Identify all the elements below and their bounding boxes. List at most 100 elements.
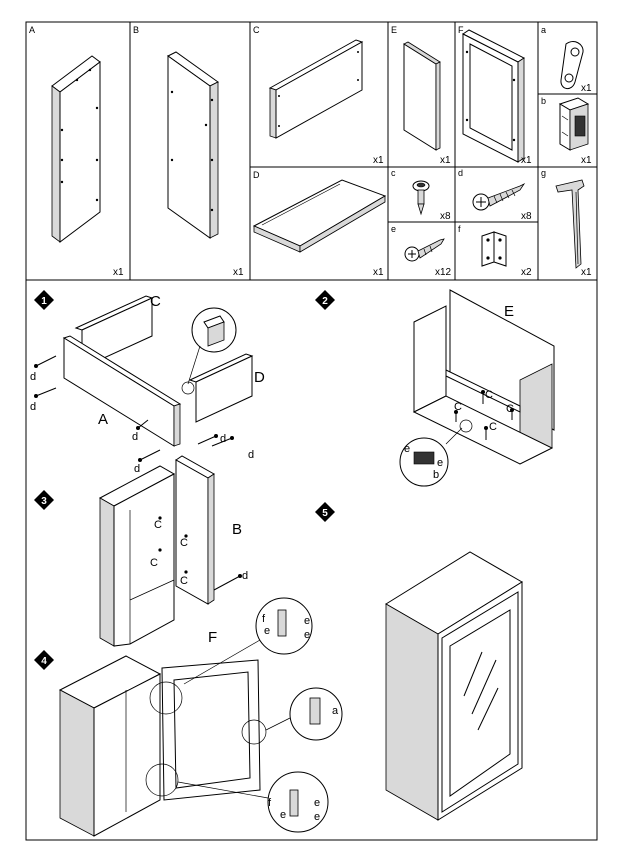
part-A-letter: A [29, 25, 35, 35]
step-3-callout-d-2: d [242, 570, 248, 582]
part-C-qty: x1 [373, 155, 384, 166]
step-4-callout-e-6: e [314, 811, 320, 823]
step-4-callout-a: a [332, 705, 339, 717]
part-C-cell: C x1 [253, 25, 384, 166]
step-2-callout-E: E [504, 303, 514, 320]
hardware-f-qty: x2 [521, 267, 532, 278]
shelf-panel-icon [252, 179, 387, 253]
connector-plate-icon [560, 41, 584, 89]
step-1-callout-D: D [254, 369, 265, 386]
step-2-callout-c-4: C [489, 421, 497, 433]
small-screw-icon [404, 238, 445, 262]
part-B-letter: B [133, 25, 139, 35]
step-3-callout-c-4: C [180, 575, 188, 587]
hardware-e-cell: e x12 [391, 224, 452, 278]
hardware-f-letter: f [458, 224, 461, 234]
hardware-e-qty: x12 [435, 267, 452, 278]
step-1-callout-A: A [98, 411, 108, 428]
part-D-qty: x1 [373, 267, 384, 278]
glass-door-icon [462, 29, 525, 163]
part-D-letter: D [253, 170, 260, 180]
allen-key-icon [555, 179, 585, 269]
step-2-callout-b: b [433, 469, 439, 481]
part-F-letter: F [458, 25, 464, 35]
back-rail-icon [268, 39, 364, 139]
hardware-b-letter: b [541, 96, 546, 106]
step-2-callout-c-3: C [506, 403, 514, 415]
side-panel-left-icon [51, 55, 101, 243]
step-4-drawing [58, 597, 343, 837]
part-C-letter: C [253, 25, 260, 35]
step-3-number: 3 [41, 496, 47, 507]
hardware-f-cell: f x2 [458, 224, 532, 278]
step-1-drawing [34, 295, 254, 462]
step-2-callout-e-2: e [437, 457, 443, 469]
step-4-callout-e-5: e [314, 797, 320, 809]
hardware-g-letter: g [541, 168, 546, 178]
step-3-callout-B: B [232, 521, 242, 538]
step-4-callout-F: F [208, 629, 217, 646]
part-D-cell: D x1 [252, 170, 387, 278]
step-3: 3 B C C C C d d [34, 436, 254, 647]
hardware-d-qty: x8 [521, 211, 532, 222]
hardware-b-cell: b x1 [541, 96, 592, 166]
part-F-qty: x1 [521, 155, 532, 166]
part-E-cell: E x1 [391, 25, 451, 166]
part-E-qty: x1 [440, 155, 451, 166]
part-A-qty: x1 [113, 267, 124, 278]
step-3-drawing [98, 436, 242, 647]
step-1-number: 1 [41, 296, 47, 307]
back-board-icon [403, 41, 441, 151]
step-3-callout-d-1: d [248, 449, 254, 461]
step-5-marker: 5 [315, 502, 335, 522]
step-3-callout-c-2: C [150, 557, 158, 569]
hardware-g-cell: g x1 [541, 168, 592, 278]
step-4-callout-e-3: e [304, 629, 310, 641]
step-4-callout-e-1: e [264, 625, 270, 637]
step-4-callout-f-1: f [262, 613, 266, 625]
hardware-c-letter: c [391, 168, 396, 178]
part-F-cell: F x1 [458, 25, 532, 166]
step-4: 4 F f e e e a f [34, 597, 343, 837]
hardware-c-cell: c x8 [391, 168, 451, 222]
step-1: 1 C D A d d [30, 290, 265, 475]
hardware-d-letter: d [458, 168, 463, 178]
step-1-callout-d-5: d [220, 433, 226, 445]
step-4-callout-f-2: f [268, 797, 272, 809]
part-E-letter: E [391, 25, 397, 35]
cam-bolt-icon [412, 180, 430, 216]
step-1-callout-d-1: d [30, 371, 36, 383]
hardware-d-cell: d x8 [458, 168, 532, 222]
step-1-callout-d-2: d [30, 401, 36, 413]
step-1-marker: 1 [34, 290, 54, 310]
step-5-number: 5 [322, 508, 328, 519]
step-4-marker: 4 [34, 650, 54, 670]
step-2-drawing [399, 289, 555, 487]
hardware-a-cell: a x1 [541, 25, 592, 94]
side-panel-right-icon [167, 51, 219, 239]
hardware-a-qty: x1 [581, 83, 592, 94]
step-2-number: 2 [322, 296, 328, 307]
hardware-c-qty: x8 [440, 211, 451, 222]
hinge-icon [481, 231, 507, 267]
step-2: 2 E C C C C e e b [315, 289, 555, 487]
step-2-marker: 2 [315, 290, 335, 310]
step-3-callout-c-1: C [154, 519, 162, 531]
hardware-b-qty: x1 [581, 155, 592, 166]
step-2-callout-c-1: C [485, 389, 493, 401]
hardware-e-letter: e [391, 224, 396, 234]
step-5: 5 [315, 502, 523, 821]
step-3-callout-c-3: C [180, 537, 188, 549]
step-1-callout-d-4: d [134, 463, 140, 475]
hardware-g-qty: x1 [581, 267, 592, 278]
part-A-cell: A x1 [29, 25, 124, 278]
step-1-callout-d-3: d [132, 431, 138, 443]
part-B-qty: x1 [233, 267, 244, 278]
hardware-a-letter: a [541, 25, 546, 35]
step-2-callout-c-2: C [454, 401, 462, 413]
wood-screw-icon [472, 182, 526, 211]
step-3-marker: 3 [34, 490, 54, 510]
magnetic-catch-icon [558, 97, 590, 151]
step-1-callout-C: C [150, 293, 161, 310]
